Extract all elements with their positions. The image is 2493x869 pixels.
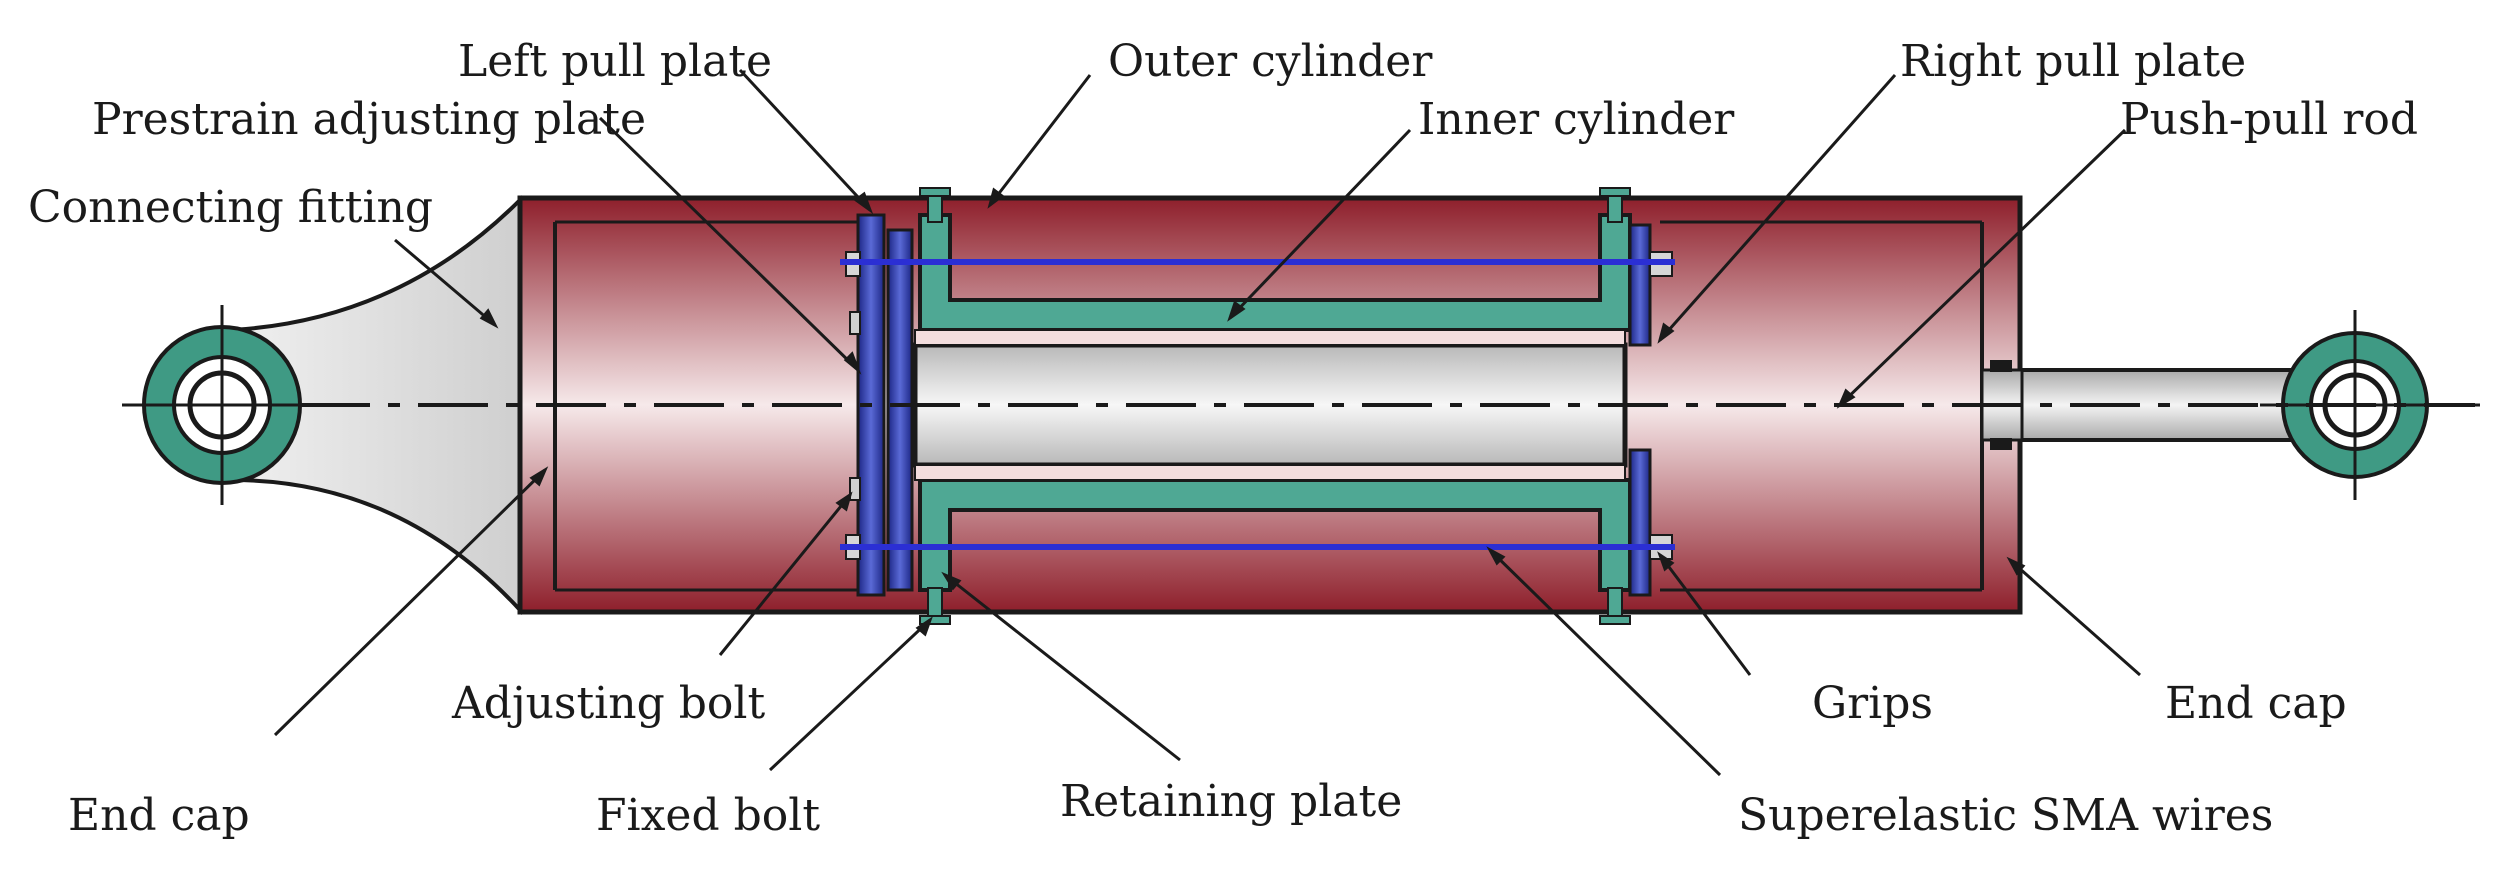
label-superelastic-sma-wires: Superelastic SMA wires [1738,790,2273,841]
label-end-cap-left: End cap [68,790,250,841]
sma-wires [840,259,1675,550]
label-inner-cylinder: Inner cylinder [1418,94,1735,145]
label-push-pull-rod: Push-pull rod [2120,94,2418,145]
right-pull-plate-shape-lower [1628,448,1652,597]
label-left-pull-plate: Left pull plate [458,36,772,87]
label-fixed-bolt: Fixed bolt [596,790,820,841]
label-retaining-plate: Retaining plate [1060,776,1402,827]
left-pull-plate-shape [886,228,914,592]
adjusting-bolts [849,311,861,501]
label-right-pull-plate: Right pull plate [1900,36,2246,87]
label-grips: Grips [1812,678,1933,729]
label-prestrain-adjusting-plate: Prestrain adjusting plate [92,94,646,145]
left-eye-ring [122,305,322,505]
label-outer-cylinder: Outer cylinder [1108,36,1433,87]
leader-lines [273,68,2141,777]
label-adjusting-bolt: Adjusting bolt [451,678,765,729]
inner-cylinder-sleeve-bottom [914,464,1626,481]
right-cap-seal-top [1990,360,2012,372]
label-end-cap-right: End cap [2165,678,2347,729]
right-pull-plate-shape [1628,223,1652,347]
right-cap-seal-bottom [1990,438,2012,450]
label-connecting-fitting: Connecting fitting [28,182,433,233]
fixed-bolts [919,187,1631,625]
inner-cylinder-sleeve-top [914,329,1626,346]
